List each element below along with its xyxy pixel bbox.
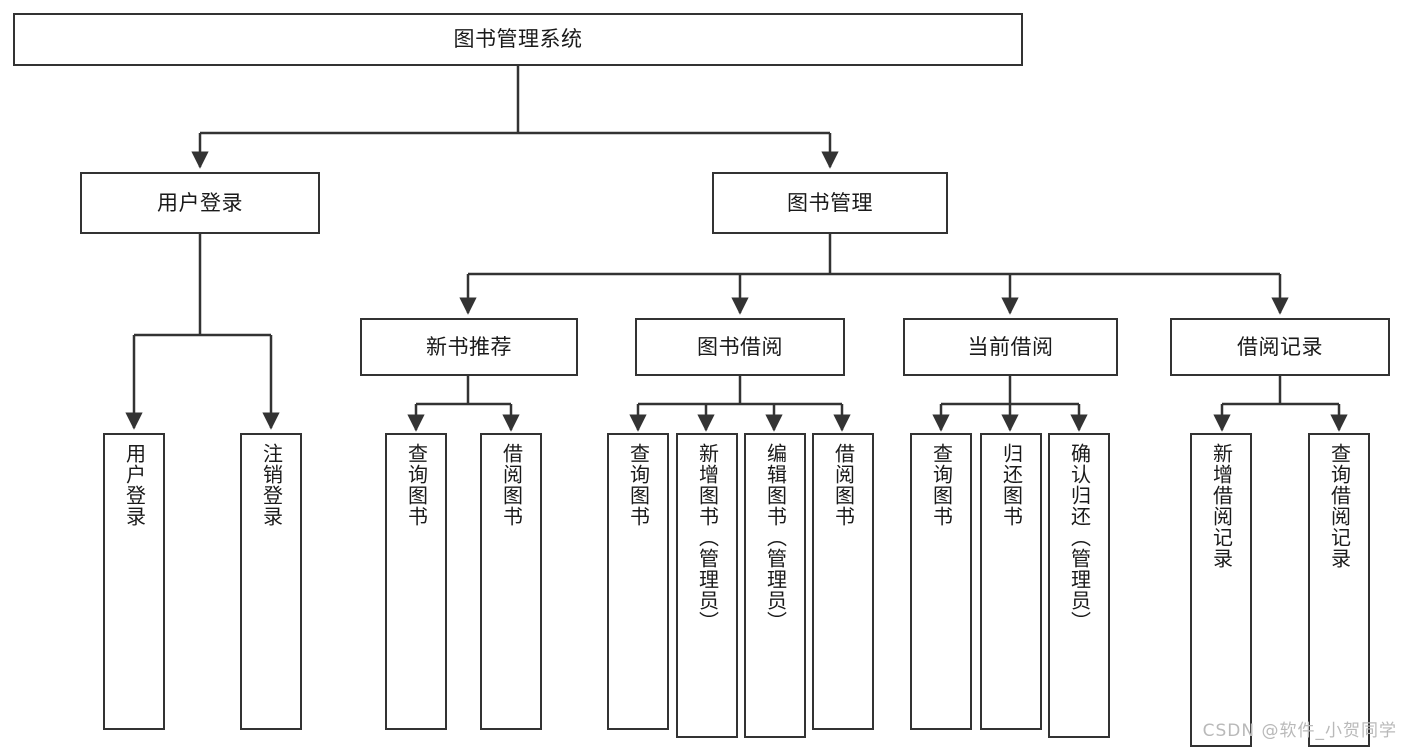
node-root-system[interactable]: 图书管理系统 [13, 13, 1023, 66]
node-user-login[interactable]: 用户登录 [80, 172, 320, 234]
leaf-record-query-record[interactable]: 查询借阅记录 [1308, 433, 1370, 747]
leaf-recommend-borrow-book[interactable]: 借阅图书 [480, 433, 542, 730]
node-label: 注销登录 [259, 443, 284, 527]
leaf-record-add-record[interactable]: 新增借阅记录 [1190, 433, 1252, 747]
node-label: 归还图书 [999, 443, 1024, 527]
node-label: 查询图书 [626, 443, 651, 527]
node-label: 用户登录 [122, 443, 147, 527]
node-label: 借阅图书 [831, 443, 856, 527]
node-label: 用户登录 [157, 190, 243, 215]
leaf-borrow-add-book-admin[interactable]: 新增图书（管理员） [676, 433, 738, 738]
leaf-borrow-edit-book-admin[interactable]: 编辑图书（管理员） [744, 433, 806, 738]
node-label: 查询图书 [404, 443, 429, 527]
node-label: 编辑图书（管理员） [763, 443, 788, 632]
node-book-borrow[interactable]: 图书借阅 [635, 318, 845, 376]
leaf-user-login-signin[interactable]: 用户登录 [103, 433, 165, 730]
node-label: 新增图书（管理员） [695, 443, 720, 632]
csdn-watermark: CSDN @软件_小贺同学 [1202, 721, 1397, 741]
node-label: 借阅记录 [1237, 334, 1323, 359]
node-label: 确认归还（管理员） [1067, 443, 1092, 632]
node-label: 新书推荐 [426, 334, 512, 359]
node-new-book-recommend[interactable]: 新书推荐 [360, 318, 578, 376]
node-label: 借阅图书 [499, 443, 524, 527]
node-label: 图书管理系统 [453, 27, 583, 52]
node-current-borrow[interactable]: 当前借阅 [903, 318, 1118, 376]
leaf-borrow-query-book[interactable]: 查询图书 [607, 433, 669, 730]
node-label: 图书借阅 [697, 334, 783, 359]
node-label: 查询图书 [929, 443, 954, 527]
node-book-management[interactable]: 图书管理 [712, 172, 948, 234]
node-borrow-record[interactable]: 借阅记录 [1170, 318, 1390, 376]
leaf-borrow-borrow-book[interactable]: 借阅图书 [812, 433, 874, 730]
leaf-current-return-book[interactable]: 归还图书 [980, 433, 1042, 730]
node-label: 图书管理 [787, 190, 873, 215]
leaf-recommend-query-book[interactable]: 查询图书 [385, 433, 447, 730]
leaf-current-query-book[interactable]: 查询图书 [910, 433, 972, 730]
node-label: 查询借阅记录 [1327, 443, 1352, 569]
leaf-user-login-signout[interactable]: 注销登录 [240, 433, 302, 730]
node-label: 当前借阅 [967, 334, 1054, 359]
node-label: 新增借阅记录 [1209, 443, 1234, 569]
leaf-current-confirm-return-admin[interactable]: 确认归还（管理员） [1048, 433, 1110, 738]
